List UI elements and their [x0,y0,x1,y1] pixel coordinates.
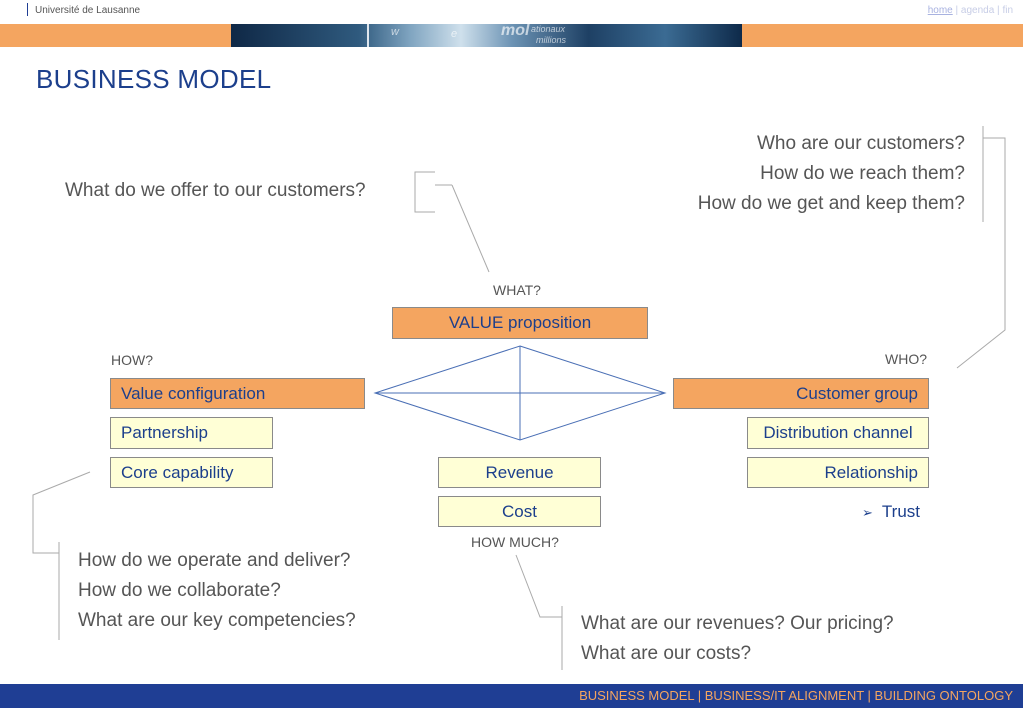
distribution-channel-box: Distribution channel [747,417,929,449]
trust-label: Trust [881,502,920,521]
offer-connector [451,184,490,273]
question-line: How do we collaborate? [78,580,281,601]
top-bar [0,0,1023,22]
banner-word: ationaux [531,24,566,34]
operations-connector [32,471,91,554]
question-line: Who are our customers? [756,133,965,154]
cost-box: Cost [438,496,601,527]
how-label: HOW? [111,352,153,368]
arrow-bullet-icon: ➢ [862,505,873,520]
question-line: What are our costs? [581,643,752,664]
banner-word: millions [536,35,567,45]
value-proposition-box: VALUE proposition [392,307,648,339]
university-name: Université de Lausanne [35,5,141,16]
nav-fin-link[interactable]: fin [1002,5,1013,16]
nav-separator: | [997,5,1000,16]
nav-separator: | [955,5,959,16]
partnership-box: Partnership [110,417,273,449]
operations-questions: How do we operate and deliver? How do we… [78,546,356,636]
relationship-box: Relationship [747,457,929,488]
customer-group-box: Customer group [673,378,929,409]
value-configuration-box: Value configuration [110,378,365,409]
customers-connector [956,137,1006,369]
offer-bracket [414,171,435,213]
question-line: How do we reach them? [760,163,965,184]
banner-divider [367,24,369,47]
question-line: What are our key competencies? [78,610,356,631]
question-line: How do we get and keep them? [697,193,965,214]
top-nav: home | agenda | fin [928,5,1013,16]
banner-word: w [391,26,399,38]
trust-item: ➢ Trust [862,502,920,522]
offer-question: What do we offer to our customers? [65,180,366,201]
what-label: WHAT? [493,282,541,298]
question-line: What are our revenues? Our pricing? [581,613,894,634]
question-line: How do we operate and deliver? [78,550,351,571]
core-capability-box: Core capability [110,457,273,488]
header-banner-image: w e mol ationaux millions [231,24,742,47]
footer-breadcrumb: BUSINESS MODEL | BUSINESS/IT ALIGNMENT |… [579,688,1013,703]
page-title: BUSINESS MODEL [36,64,272,94]
finance-connector [515,554,562,618]
how-much-label: HOW MUCH? [471,534,559,550]
revenue-box: Revenue [438,457,601,488]
customers-questions: Who are our customers? How do we reach t… [698,129,965,219]
nav-agenda-link[interactable]: agenda [960,5,995,16]
banner-word: mol [501,24,530,39]
finance-questions: What are our revenues? Our pricing? What… [581,609,894,669]
nav-home-link[interactable]: home [927,5,953,16]
who-label: WHO? [885,351,927,367]
footer-bar [0,684,1023,708]
banner-word: e [451,28,458,40]
university-mark [27,3,28,16]
